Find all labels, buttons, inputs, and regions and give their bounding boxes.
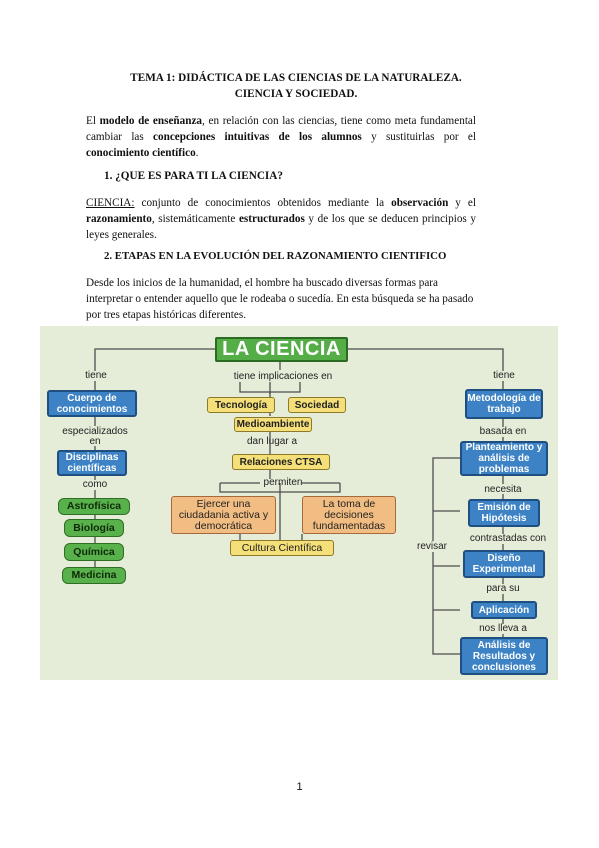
- connector-necesita: necesita: [484, 484, 522, 495]
- definition-text-4: y de los que se deducen principios y ley…: [86, 213, 476, 241]
- node-disciplinas-cientificas: Disciplinas científicas: [57, 450, 127, 476]
- intro-text-1: El: [86, 115, 100, 127]
- node-sociedad: Sociedad: [288, 397, 346, 413]
- node-cuerpo-conocimientos: Cuerpo de conocimientos: [47, 390, 137, 417]
- connector-basada-en: basada en: [479, 426, 527, 437]
- node-analisis-resultados: Análisis de Resultados y conclusiones: [460, 637, 548, 675]
- title-line-1: TEMA 1: DIDÁCTICA DE LAS CIENCIAS DE LA …: [130, 72, 462, 84]
- node-metodologia: Metodología de trabajo: [465, 389, 543, 419]
- connector-permiten: permiten: [263, 477, 303, 488]
- definition-text-1: conjunto de conocimientos obtenidos medi…: [134, 197, 392, 209]
- node-planteamiento: Planteamiento y análisis de problemas: [460, 441, 548, 476]
- node-ciudadania: Ejercer una ciudadania activa y democrát…: [171, 496, 276, 534]
- section-2-text: Desde los inicios de la humanidad, el ho…: [86, 277, 474, 321]
- concept-map: LA CIENCIA tiene tiene implicaciones en …: [40, 326, 558, 680]
- intro-text-3: y sustituirlas por el: [361, 131, 477, 143]
- node-medioambiente: Medioambiente: [234, 417, 312, 432]
- section-1-heading: 1. ¿QUE ES PARA TI LA CIENCIA?: [104, 170, 283, 182]
- intro-bold-1: modelo de enseñanza: [99, 115, 203, 127]
- connector-dan-lugar: dan lugar a: [246, 436, 298, 447]
- concept-map-lines: [94, 348, 504, 655]
- node-hipotesis: Emisión de Hipótesis: [468, 499, 540, 527]
- title-line-2: CIENCIA Y SOCIEDAD.: [234, 88, 358, 100]
- node-tecnologia: Tecnología: [207, 397, 275, 413]
- connector-implicaciones: tiene implicaciones en: [233, 371, 333, 382]
- intro-bold-3: conocimiento científico: [86, 147, 196, 159]
- connector-especializados: especializados: [62, 426, 128, 437]
- connector-contrastadas: contrastadas con: [469, 533, 547, 544]
- intro-text-4: .: [195, 147, 199, 159]
- node-decisiones: La toma de decisiones fundamentadas: [302, 496, 396, 534]
- section-2-heading: 2. ETAPAS EN LA EVOLUCIÓN DEL RAZONAMIEN…: [104, 250, 447, 262]
- definition-text-2: y el: [448, 197, 476, 209]
- node-astrofisica: Astrofísica: [58, 498, 130, 515]
- node-cultura-cientifica: Cultura Científica: [230, 540, 334, 556]
- connector-en: en: [89, 436, 101, 447]
- node-diseno-experimental: Diseño Experimental: [463, 550, 545, 578]
- connector-tiene-right: tiene: [493, 370, 515, 381]
- node-biologia: Biología: [64, 519, 124, 537]
- node-aplicacion: Aplicación: [471, 601, 537, 619]
- concept-map-title: LA CIENCIA: [215, 337, 348, 362]
- definition-paragraph: CIENCIA: conjunto de conocimientos obten…: [86, 195, 476, 243]
- definition-text-3: , sistemáticamente: [151, 213, 239, 225]
- definition-bold-3: estructurados: [238, 213, 305, 225]
- node-medicina: Medicina: [62, 567, 126, 584]
- definition-bold-2: razonamiento: [86, 213, 152, 225]
- page-title: TEMA 1: DIDÁCTICA DE LAS CIENCIAS DE LA …: [86, 70, 506, 102]
- page-number: 1: [296, 781, 303, 793]
- connector-revisar: revisar: [412, 541, 452, 552]
- connector-como: como: [82, 479, 108, 490]
- connector-nos-lleva: nos lleva a: [479, 623, 527, 634]
- node-quimica: Química: [64, 543, 124, 561]
- definition-term: CIENCIA:: [86, 197, 135, 209]
- definition-bold-1: observación: [391, 197, 449, 209]
- node-relaciones-ctsa: Relaciones CTSA: [232, 454, 330, 470]
- connector-para-su: para su: [486, 583, 520, 594]
- connector-tiene-left: tiene: [85, 370, 107, 381]
- intro-paragraph: El modelo de enseñanza, en relación con …: [86, 113, 476, 161]
- intro-bold-2: concepciones intuitivas de los alumnos: [153, 131, 362, 143]
- intro-text-2: , en relación con las ciencias, tiene co…: [86, 115, 477, 143]
